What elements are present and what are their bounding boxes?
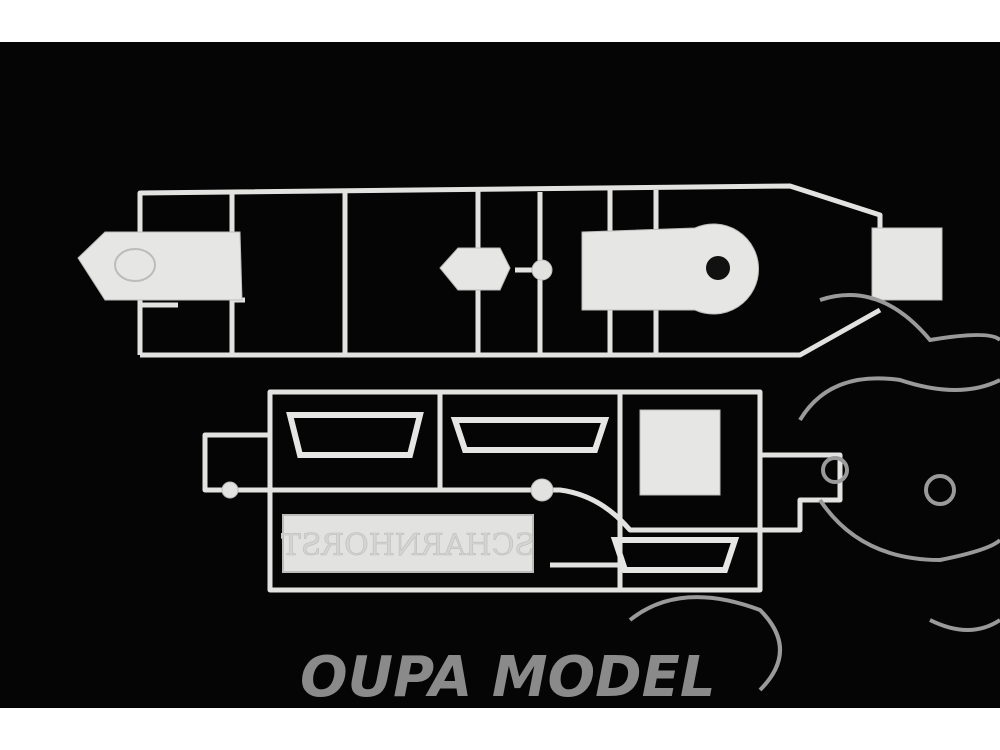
sprue-gate-round (530, 478, 554, 502)
upper-sprue-frame (137, 183, 891, 358)
lower-sprue-frame (202, 389, 843, 593)
deck-part-bow (77, 231, 243, 301)
bottom-border (0, 708, 1000, 750)
stern-part (871, 227, 943, 301)
deck-part-bow-detail (114, 248, 156, 282)
deck-part-turret (581, 223, 759, 315)
sprue-gate-round (531, 259, 553, 281)
superstructure-part (639, 409, 721, 496)
small-deck-part (439, 247, 511, 291)
sprue-photo (0, 42, 1000, 708)
sprue-gate-round (221, 481, 239, 499)
watermark-text: OUPA MODEL (300, 645, 716, 710)
nameplate-text: SCHARNHORST (281, 528, 535, 563)
bridge-part-2 (450, 417, 610, 453)
nameplate (282, 514, 534, 573)
turret-hole (706, 256, 730, 280)
upper-parts (77, 223, 943, 315)
watermark-mascot (628, 293, 1000, 692)
bridge-part-1 (286, 412, 424, 458)
lower-parts: SCHARNHORST (221, 409, 740, 573)
bridge-part-3 (610, 537, 740, 573)
